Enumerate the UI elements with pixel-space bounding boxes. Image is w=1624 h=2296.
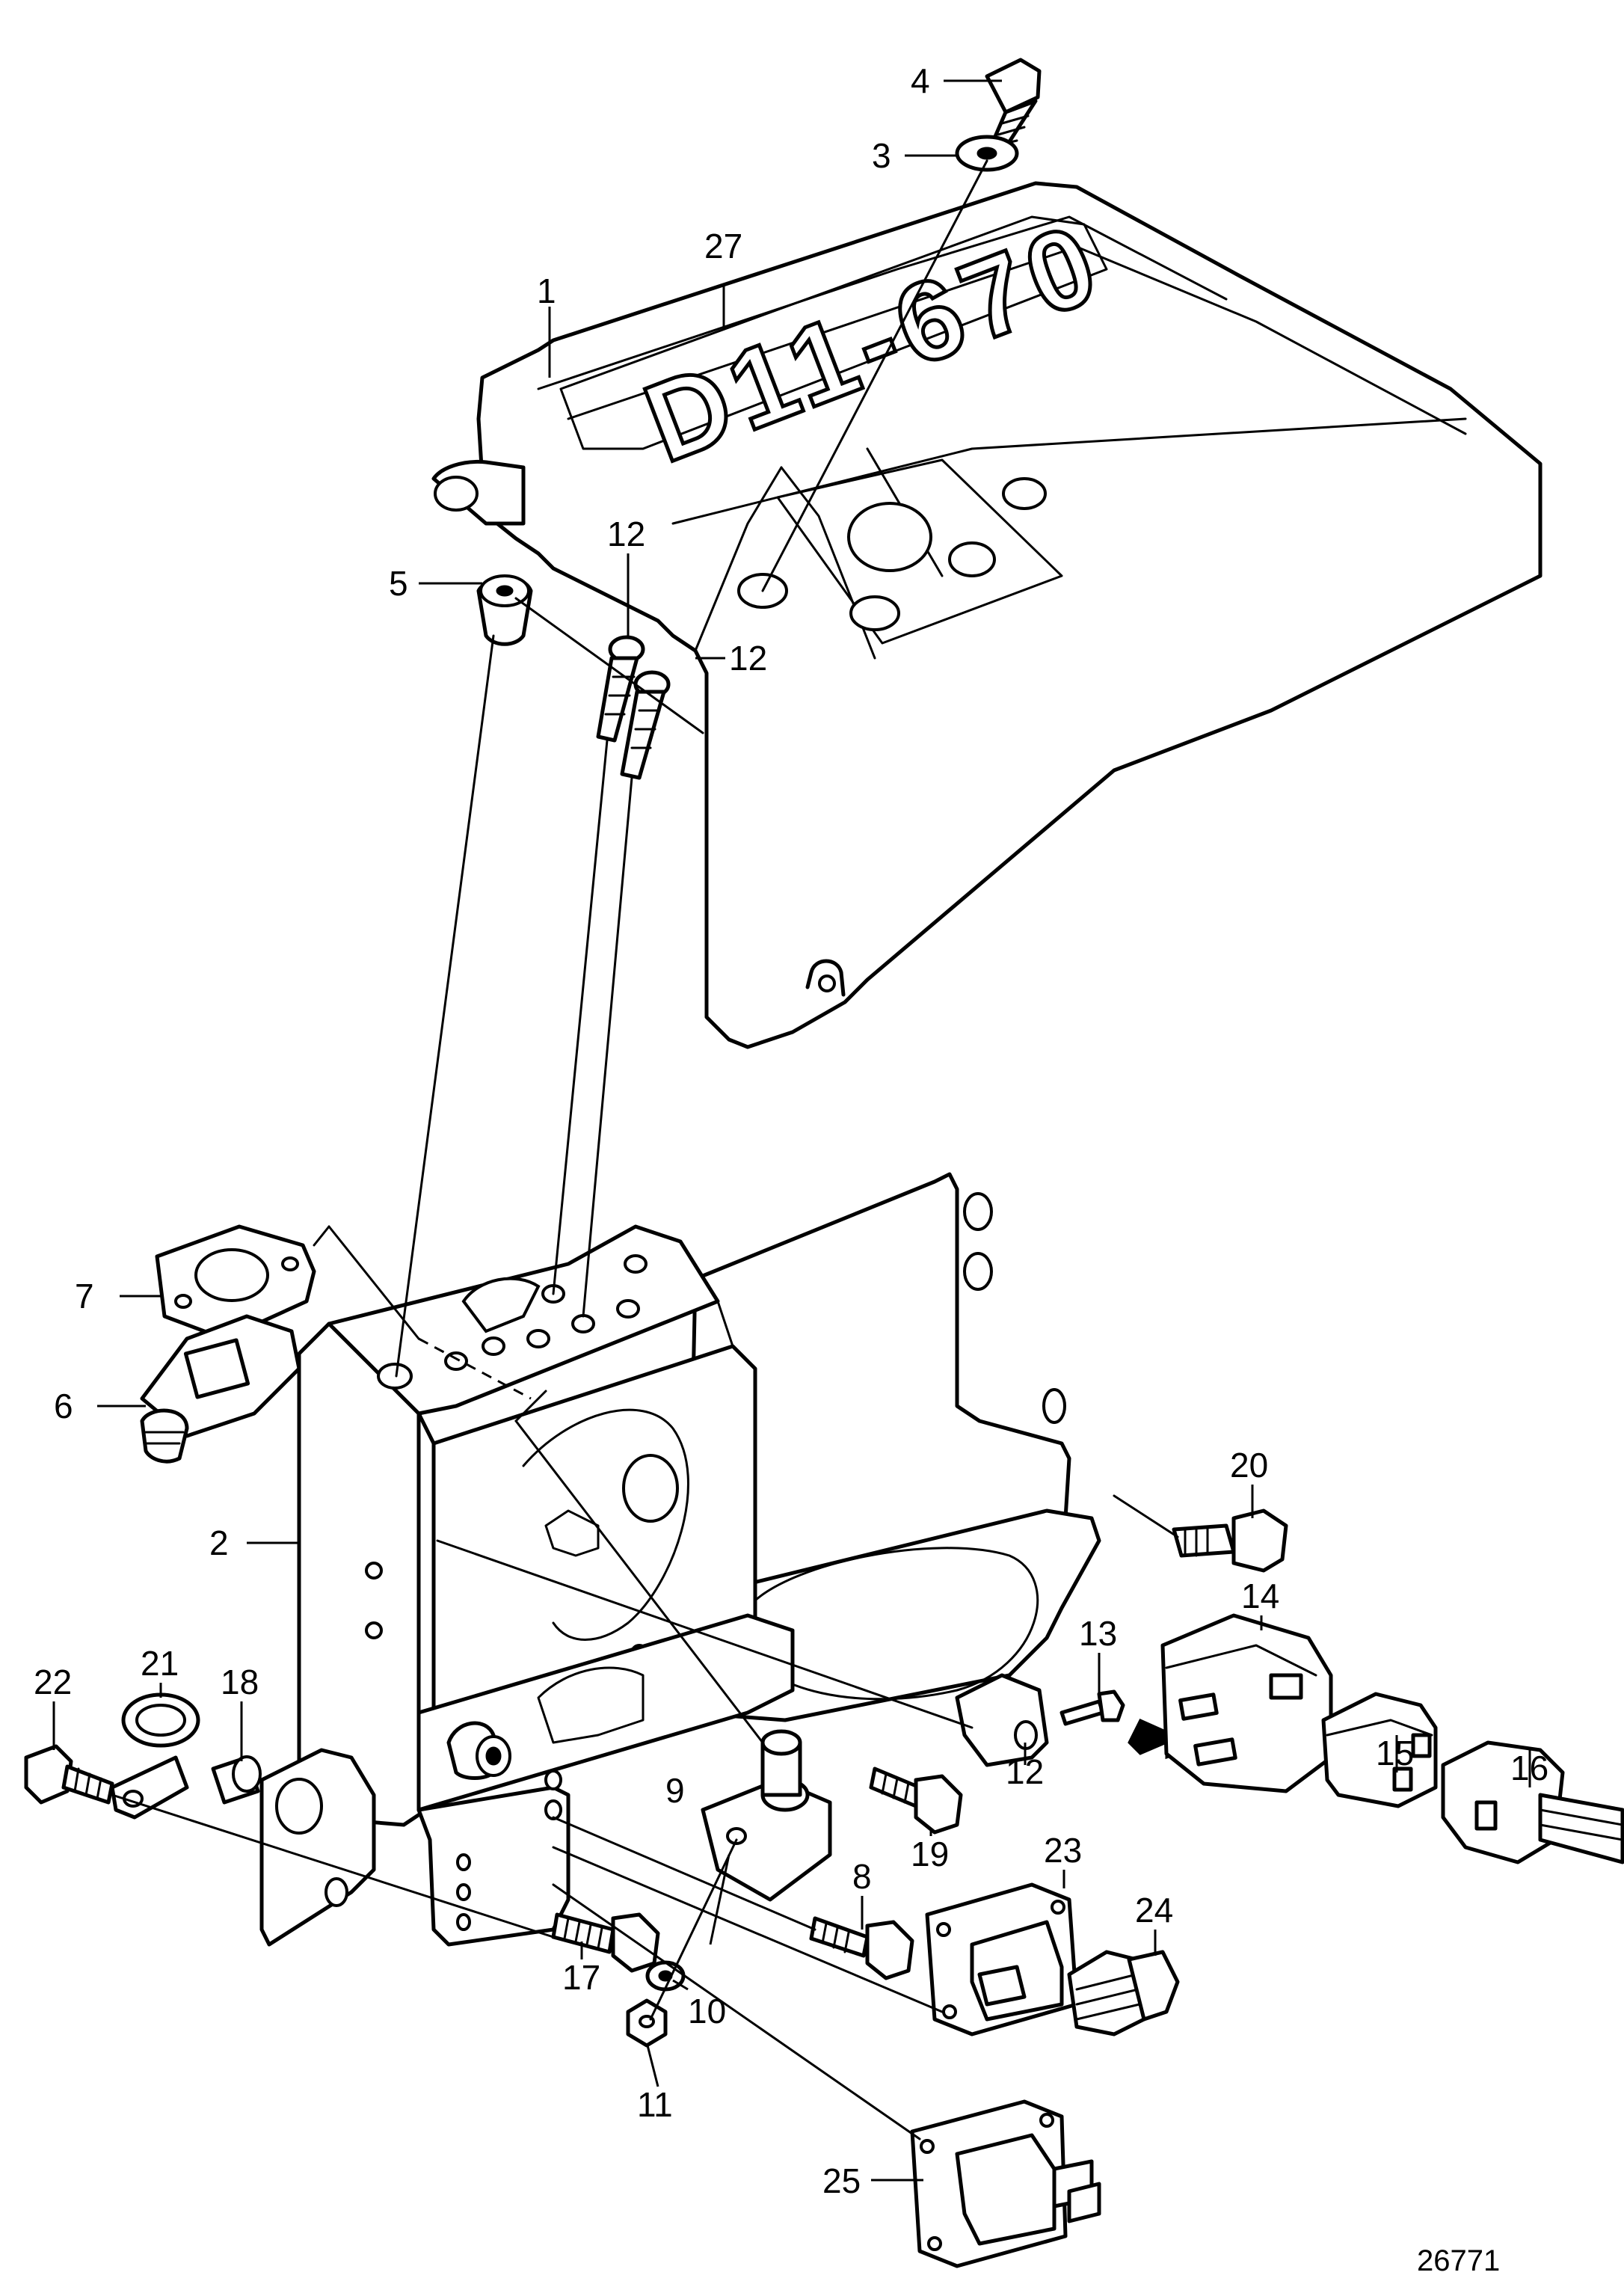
- callout-13: 12: [1006, 1752, 1044, 1791]
- callout-labels: 4 3 1 27 5 12 12 7 6 2 20 13 12 14 15 16…: [34, 61, 1548, 2200]
- nut-11: [626, 1998, 668, 2048]
- callout-12a: 12: [607, 515, 645, 553]
- callout-11: 11: [637, 2085, 673, 2124]
- callout-1: 1: [537, 271, 556, 310]
- relay-16: [1321, 1692, 1438, 1808]
- bolt-8: [809, 1916, 914, 1980]
- callout-9: 9: [665, 1771, 685, 1810]
- relay-base-15: [1160, 1613, 1333, 1793]
- grommet-5: [476, 574, 533, 646]
- callout-20: 19: [911, 1835, 949, 1873]
- assembly-line-7b: [313, 1225, 330, 1247]
- switch-9: [701, 1729, 832, 1902]
- assembly-line-5b: [395, 634, 495, 1378]
- washer-3: [955, 135, 1019, 172]
- callout-25: 24: [1135, 1891, 1173, 1930]
- mounting-bracket: [259, 1172, 1101, 1947]
- bolt-20: [869, 1766, 963, 1835]
- assembly-line-12b: [582, 776, 633, 1318]
- callout-2: 2: [209, 1523, 229, 1562]
- callout-27: 27: [704, 227, 742, 265]
- callout-14: 13: [1079, 1614, 1117, 1653]
- connector-17: [1441, 1740, 1624, 1864]
- callout-5: 5: [389, 564, 408, 603]
- callout-23: 22: [34, 1663, 72, 1701]
- assembly-line-21: [1113, 1494, 1179, 1538]
- callout-12b: 12: [729, 639, 767, 678]
- assembly-line-9b: [514, 1390, 547, 1422]
- callout-8: 8: [852, 1857, 872, 1896]
- assembly-line-10: [649, 1838, 738, 2021]
- assembly-line-23: [111, 1793, 555, 1939]
- callout-19: 18: [221, 1663, 259, 1701]
- bolt-21: [1172, 1508, 1288, 1573]
- callout-6: 6: [54, 1387, 73, 1425]
- dashed-line-12: [418, 1337, 532, 1400]
- callout-10: 10: [688, 1992, 726, 2031]
- callout-26: 25: [822, 2161, 861, 2200]
- connector-housing-24: [925, 1882, 1079, 2036]
- assembly-line-9: [514, 1419, 764, 1744]
- washer-10: [645, 1960, 686, 1992]
- gasket-7: [155, 1224, 316, 1341]
- assembly-line-12: [552, 739, 609, 1295]
- callout-3: 3: [872, 136, 891, 175]
- engine-cover: D11-670: [431, 181, 1543, 1049]
- callout-22: 21: [141, 1644, 179, 1683]
- callout-15: 14: [1241, 1577, 1279, 1615]
- relay-holder-13: [955, 1673, 1049, 1767]
- drawing-reference-number: 26771: [1417, 2244, 1500, 2277]
- assembly-line-13: [436, 1539, 974, 1729]
- callout-16: 15: [1376, 1734, 1414, 1772]
- spacer-19: [211, 1755, 262, 1805]
- callout-leaders: [52, 79, 1531, 2182]
- plug-25: [1067, 1950, 1180, 2036]
- assembly-line-3: [761, 159, 988, 592]
- assembly-line-26: [552, 1883, 921, 2140]
- sensor-6: [140, 1314, 301, 1464]
- callout-4: 4: [911, 61, 930, 100]
- connector-housing-26: [910, 2099, 1101, 2268]
- pivot-pin: [446, 1721, 511, 1780]
- assembly-line-24: [552, 1846, 944, 2013]
- assembly-line-8: [552, 1816, 816, 1931]
- assembly-line-5: [514, 597, 704, 734]
- clamp-22: [110, 1692, 200, 1820]
- assembly-line-7: [327, 1225, 420, 1340]
- callout-24: 23: [1044, 1831, 1082, 1870]
- callout-7: 7: [75, 1277, 94, 1316]
- callout-18: 17: [562, 1958, 600, 1997]
- callout-17: 16: [1510, 1749, 1548, 1787]
- callout-21: 20: [1230, 1446, 1268, 1485]
- screw-14: [1059, 1689, 1125, 1726]
- bolt-23: [24, 1744, 114, 1805]
